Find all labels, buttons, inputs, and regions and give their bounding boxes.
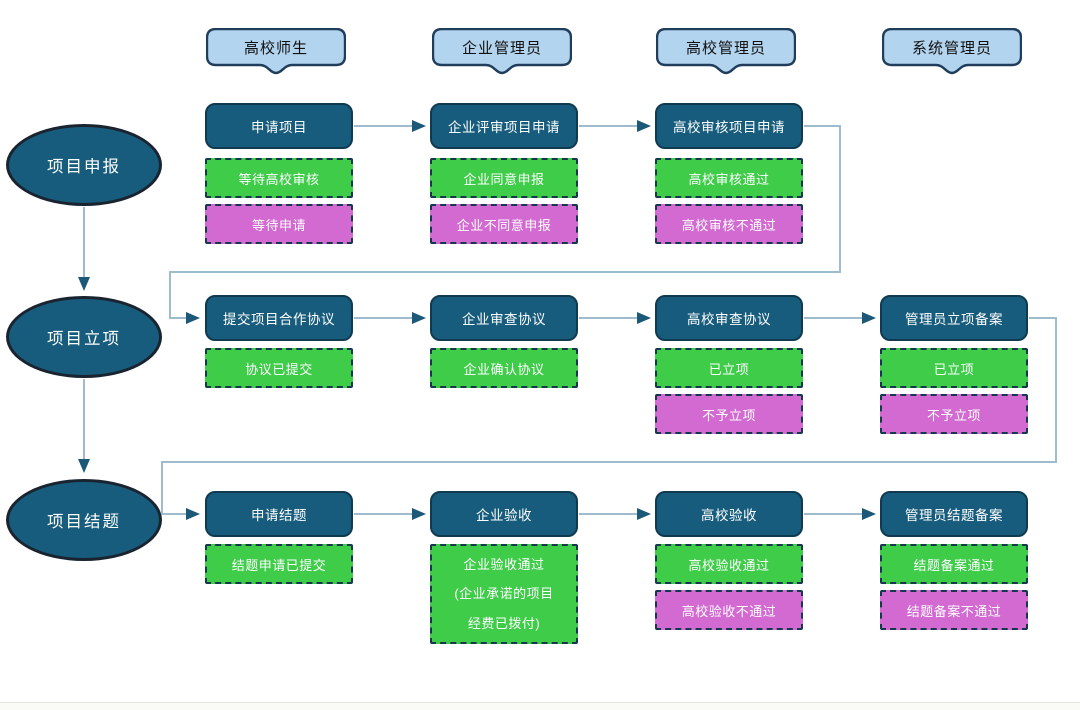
status-label: 结题申请已提交 [231,557,327,573]
status-enterprise-agrees: 企业同意申报 [430,158,578,198]
phase-label: 项目立项 [47,330,121,348]
status-conclusion-record-failed: 结题备案不通过 [880,590,1028,630]
step-title: 企业验收 [476,508,532,523]
step-admin-conclusion-record: 管理员结题备案 [880,491,1028,537]
lane-header-enterprise-admin: 企业管理员 [432,28,572,75]
status-waiting-university-review: 等待高校审核 [205,158,353,198]
status-project-not-established: 不予立项 [655,394,803,434]
lane-header-university-staff: 高校师生 [206,28,346,75]
lane-header-university-admin: 高校管理员 [656,28,796,75]
lane-header-label: 系统管理员 [911,39,992,57]
status-label: 高校验收不通过 [681,603,777,619]
step-title: 管理员立项备案 [905,312,1003,327]
lane-header-label: 高校师生 [243,39,308,57]
status-label: 高校审核通过 [688,171,770,187]
status-label: 不予立项 [926,407,981,423]
step-enterprise-review-application: 企业评审项目申请 [430,103,578,149]
step-title: 高校验收 [701,508,757,523]
arrow-r2c4-to-r3c1 [161,317,1057,520]
step-enterprise-acceptance: 企业验收 [430,491,578,537]
lane-header-label: 企业管理员 [461,39,542,57]
banner-shape-icon [882,28,1022,75]
phase-project-approval: 项目立项 [6,296,162,378]
page-bottom-divider [0,702,1080,710]
status-project-not-established: 不予立项 [880,394,1028,434]
banner-shape-icon [656,28,796,75]
status-label: 结题备案不通过 [906,603,1002,619]
status-university-acceptance-failed: 高校验收不通过 [655,590,803,630]
lane-header-system-admin: 系统管理员 [882,28,1022,75]
status-label: 已立项 [708,361,750,377]
phase-project-conclusion: 项目结题 [6,479,162,561]
status-university-acceptance-passed: 高校验收通过 [655,544,803,584]
status-project-established: 已立项 [880,348,1028,388]
step-title: 申请项目 [251,120,307,135]
status-label: 结题备案通过 [913,557,995,573]
step-title: 企业评审项目申请 [448,120,560,135]
step-submit-cooperation-agreement: 提交项目合作协议 [205,295,353,341]
arrow-r1c3-to-r2c1 [169,125,841,324]
status-project-established: 已立项 [655,348,803,388]
status-label: 协议已提交 [245,361,313,377]
status-label: 不予立项 [701,407,756,423]
status-waiting-application: 等待申请 [205,204,353,244]
status-label: 企业验收通过 (企业承诺的项目 经费已拨付) [454,557,554,631]
status-conclusion-record-passed: 结题备案通过 [880,544,1028,584]
banner-shape-icon [206,28,346,75]
status-enterprise-acceptance-passed: 企业验收通过 (企业承诺的项目 经费已拨付) [430,544,578,644]
step-enterprise-review-agreement: 企业审查协议 [430,295,578,341]
status-label: 高校审核不通过 [681,217,777,233]
status-label: 企业同意申报 [463,171,545,187]
step-title: 申请结题 [251,508,307,523]
status-label: 已立项 [933,361,975,377]
status-university-review-failed: 高校审核不通过 [655,204,803,244]
status-agreement-submitted: 协议已提交 [205,348,353,388]
step-title: 企业审查协议 [462,312,546,327]
status-label: 等待高校审核 [238,171,320,187]
status-conclusion-application-submitted: 结题申请已提交 [205,544,353,584]
step-title: 管理员结题备案 [905,508,1003,523]
phase-project-declaration: 项目申报 [6,124,162,206]
status-label: 高校验收通过 [688,557,770,573]
step-title: 提交项目合作协议 [223,312,335,327]
step-apply-conclusion: 申请结题 [205,491,353,537]
status-enterprise-disagrees: 企业不同意申报 [430,204,578,244]
step-university-acceptance: 高校验收 [655,491,803,537]
lane-header-label: 高校管理员 [685,39,766,57]
step-apply-project: 申请项目 [205,103,353,149]
phase-label: 项目申报 [47,158,121,176]
status-label: 企业不同意申报 [456,217,552,233]
step-title: 高校审查协议 [687,312,771,327]
step-university-review-application: 高校审核项目申请 [655,103,803,149]
step-university-review-agreement: 高校审查协议 [655,295,803,341]
step-admin-establishment-record: 管理员立项备案 [880,295,1028,341]
banner-shape-icon [432,28,572,75]
status-university-review-passed: 高校审核通过 [655,158,803,198]
step-title: 高校审核项目申请 [673,120,785,135]
status-enterprise-confirmed-agreement: 企业确认协议 [430,348,578,388]
status-label: 等待申请 [251,217,306,233]
phase-label: 项目结题 [47,513,121,531]
status-label: 企业确认协议 [463,361,545,377]
